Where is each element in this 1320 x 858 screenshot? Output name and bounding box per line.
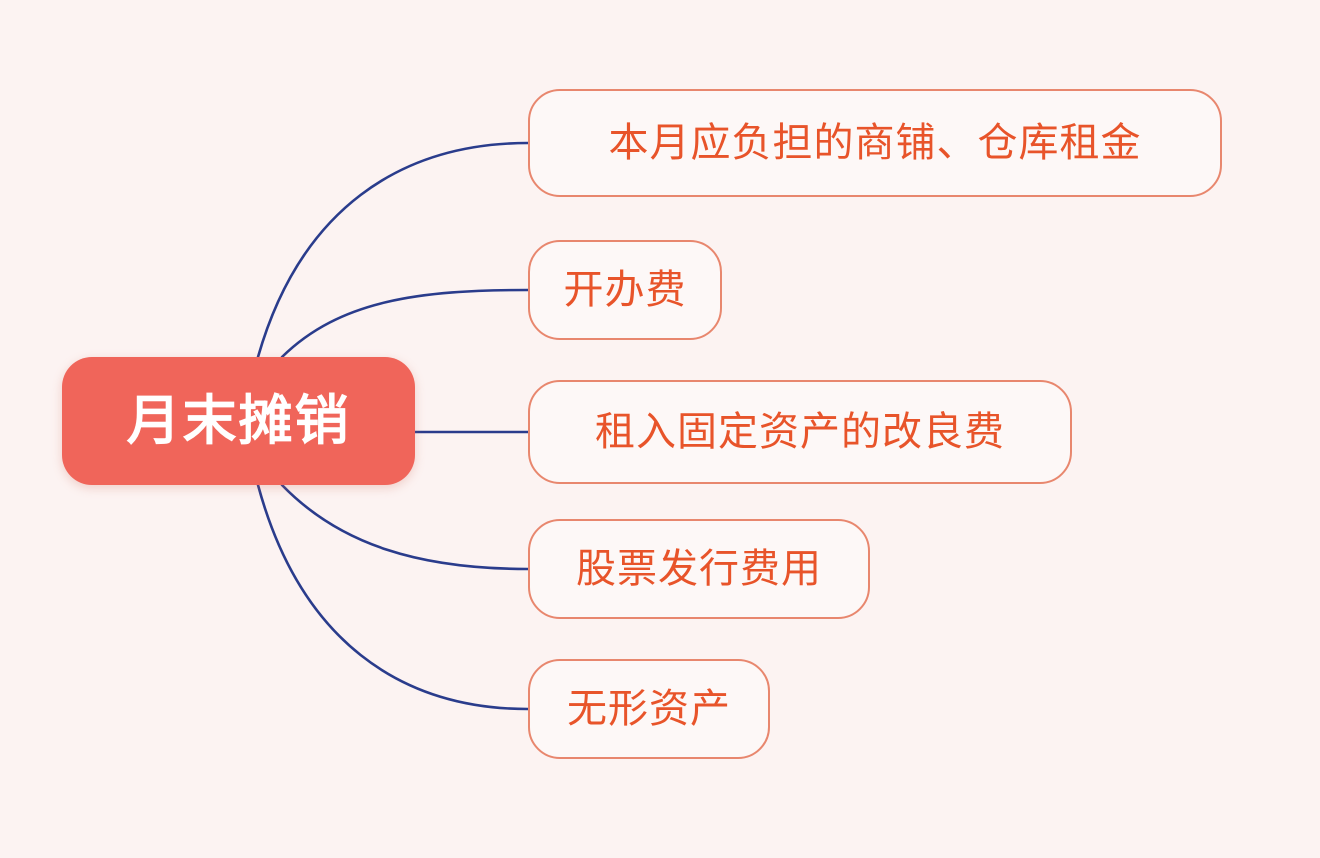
connector-to-branch-0	[256, 141, 530, 359]
connector-to-branch-4	[256, 483, 530, 711]
branch-node-label: 开办费	[563, 268, 687, 312]
branch-node-label: 无形资产	[567, 687, 731, 731]
root-node[interactable]: 月末摊销	[62, 357, 415, 485]
branch-node-leased-asset-improvement[interactable]: 租入固定资产的改良费	[528, 380, 1072, 484]
branch-node-stock-issuance-cost[interactable]: 股票发行费用	[528, 519, 870, 619]
branch-node-label: 股票发行费用	[576, 547, 822, 591]
branch-node-label: 本月应负担的商铺、仓库租金	[608, 121, 1142, 165]
root-node-label: 月末摊销	[126, 391, 351, 451]
branch-node-startup-cost[interactable]: 开办费	[528, 240, 722, 340]
branch-node-intangible-asset[interactable]: 无形资产	[528, 659, 770, 759]
branch-node-rent[interactable]: 本月应负担的商铺、仓库租金	[528, 89, 1222, 197]
branch-node-label: 租入固定资产的改良费	[595, 410, 1005, 454]
connector-to-branch-1	[280, 288, 530, 359]
connector-to-branch-3	[280, 483, 530, 571]
